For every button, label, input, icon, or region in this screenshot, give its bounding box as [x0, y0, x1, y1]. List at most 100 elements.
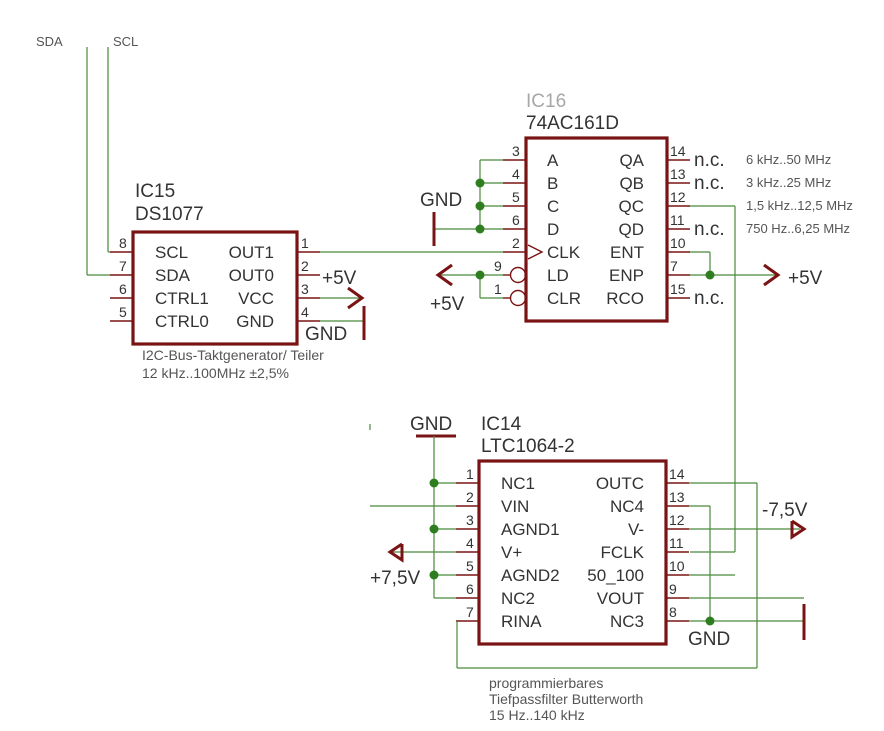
ic15-pin-num: 8: [119, 235, 127, 251]
ic14-pin-num: 4: [466, 535, 474, 551]
ic16-pin-name: RCO: [606, 289, 644, 308]
ic16-freq-note: 1,5 kHz..12,5 MHz: [746, 198, 853, 213]
ic14-pin-name: AGND2: [501, 566, 560, 585]
ic14-vplus-label: +7,5V: [370, 568, 421, 589]
ic14-pin-name: V+: [501, 543, 522, 562]
ic14-pin-name: AGND1: [501, 520, 560, 539]
ic15-pin-num: 6: [119, 281, 127, 297]
ic15-pin-name: CTRL1: [155, 289, 209, 308]
ic16-pin-num: 11: [670, 212, 685, 228]
ic14-pin-name: V-: [628, 520, 644, 539]
ic14-desc-line3: 15 Hz..140 kHz: [489, 707, 585, 723]
ic16-pin-name: CLK: [547, 243, 581, 262]
ic14-pin-name: NC1: [501, 474, 535, 493]
ic16-pin-num: 7: [670, 258, 678, 274]
ic15-pin-name: VCC: [238, 289, 274, 308]
ic16-pin-name: ENT: [610, 243, 644, 262]
ic14-gnd-top-label: GND: [410, 414, 452, 435]
ic14-pin-num: 3: [466, 512, 474, 528]
ic15-pin-name: OUT0: [229, 266, 274, 285]
ic16-74ac161d[interactable]: [503, 136, 690, 323]
ic15-pin-num: 5: [119, 304, 127, 320]
ic15-vcc-label: +5V: [322, 268, 357, 289]
ic15-pin-name: SDA: [155, 266, 191, 285]
ic16-pin-num: 2: [512, 235, 520, 251]
ic16-pin-num: 12: [670, 189, 686, 205]
ic15-pin-name: OUT1: [229, 243, 274, 262]
ic14-pin-num: 14: [669, 466, 685, 482]
i2c-wires: [86, 47, 110, 276]
ic15-ref: IC15: [135, 181, 175, 202]
ic16-pin-name: LD: [547, 266, 569, 285]
ic16-nc-label: n.c.: [694, 150, 725, 171]
ic16-pin-num: 15: [670, 281, 686, 297]
scl-label: SCL: [113, 34, 138, 49]
qc-to-fclk-wire: [690, 205, 736, 553]
ic15-pin-name: GND: [236, 312, 274, 331]
ic14-vplus-symbol: [387, 542, 456, 563]
ic15-gnd-label: GND: [305, 324, 347, 345]
ic16-vcc-left-symbol: [435, 263, 503, 299]
ic16-pin-num: 9: [494, 258, 502, 274]
ic14-pin-name: VOUT: [597, 589, 644, 608]
ic15-pin-num: 2: [301, 258, 309, 274]
ic15-ds1077[interactable]: [110, 230, 320, 346]
ic16-freq-note: 750 Hz..6,25 MHz: [746, 221, 850, 236]
ic16-ref: IC16: [526, 91, 566, 112]
ic16-value: 74AC161D: [526, 113, 619, 134]
ic14-desc-line1: programmierbares: [489, 675, 603, 691]
ic16-nc-label: n.c.: [694, 288, 725, 309]
ic14-ltc1064-2[interactable]: [456, 459, 689, 646]
ic14-pin-num: 11: [669, 535, 684, 551]
ic16-pin-name: QC: [619, 197, 645, 216]
ic14-vminus-symbol: [689, 519, 807, 540]
ic16-pin-num: 6: [512, 212, 520, 228]
ic16-gnd-wiring: [432, 159, 503, 246]
ic14-pin-name: FCLK: [601, 543, 645, 562]
ic16-pin-name: QD: [619, 220, 645, 239]
ic16-pin-name: B: [547, 174, 558, 193]
ic14-vminus-label: -7,5V: [762, 500, 808, 521]
ic14-pin-num: 10: [669, 558, 685, 574]
ic14-pin-num: 5: [466, 558, 474, 574]
ic14-pin-num: 2: [466, 489, 474, 505]
ic15-pin-num: 7: [119, 258, 127, 274]
ic14-pin-name: RINA: [501, 612, 542, 631]
ic15-vcc-symbol: [320, 286, 365, 310]
ic15-pin-num: 3: [301, 281, 309, 297]
ic16-pin-num: 5: [512, 189, 520, 205]
ic14-ref: IC14: [481, 414, 522, 435]
ic14-pin-num: 9: [669, 581, 677, 597]
ic16-pin-num: 4: [512, 166, 520, 182]
ic16-pin-name: QA: [619, 151, 644, 170]
sda-label: SDA: [36, 34, 63, 49]
ic14-pin-name: NC2: [501, 589, 535, 608]
ic14-pin-name: 50_100: [587, 566, 644, 585]
ic15-gnd-symbol: [320, 306, 366, 340]
ic16-pin-num: 10: [670, 235, 686, 251]
ic16-pin-name: ENP: [609, 266, 644, 285]
ic16-pin-name: D: [547, 220, 559, 239]
ic16-freq-note: 3 kHz..25 MHz: [746, 175, 831, 190]
ic15-desc-line2: 12 kHz..100MHz ±2,5%: [142, 365, 289, 381]
ic16-gnd-label: GND: [420, 190, 462, 211]
ic15-pin-num: 4: [301, 304, 309, 320]
ic16-pin-name: C: [547, 197, 559, 216]
ic15-value: DS1077: [135, 204, 204, 225]
ic16-pin-num: 1: [494, 281, 502, 297]
ic16-freq-note: 6 kHz..50 MHz: [746, 152, 831, 167]
ic14-gnd-top-symbol: [416, 434, 456, 599]
ic16-nc-label: n.c.: [694, 173, 725, 194]
ic16-pin-name: QB: [619, 174, 644, 193]
ic16-vcc-right-symbol: [690, 251, 781, 287]
ic14-pin-num: 12: [669, 512, 685, 528]
ic16-vcc-right-label: +5V: [788, 268, 823, 289]
ic16-pin-num: 13: [670, 166, 686, 182]
ic14-pin-num: 7: [466, 604, 474, 620]
ic14-pin-num: 13: [669, 489, 685, 505]
ic16-pin-num: 3: [512, 143, 520, 159]
ic14-pin-name: OUTC: [596, 474, 644, 493]
ic14-pin-num: 1: [466, 466, 474, 482]
ic14-value: LTC1064-2: [481, 436, 575, 457]
